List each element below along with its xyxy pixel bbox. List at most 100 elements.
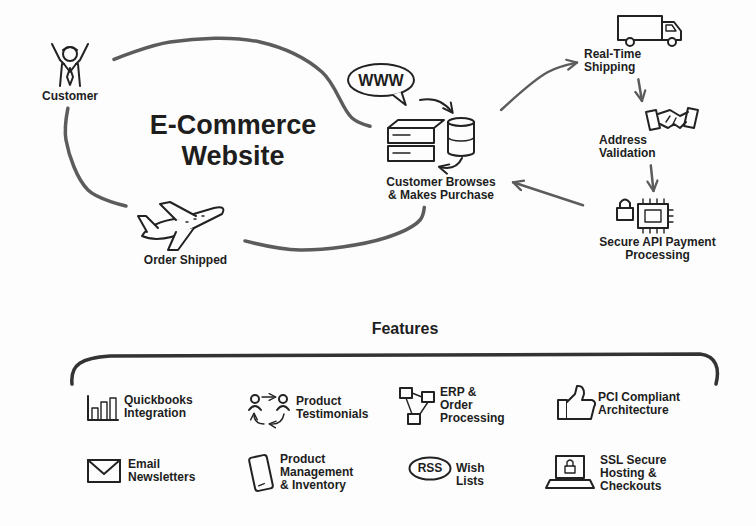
testimonials-icon (262, 396, 275, 397)
shipping-node: Real-Time Shipping (580, 12, 685, 77)
testimonials-icon (249, 406, 261, 410)
feature-label: ERP & Order Processing (440, 386, 512, 426)
truck-icon (626, 38, 634, 46)
chart-icon (88, 396, 118, 420)
phone-icon (249, 455, 274, 492)
thumbs-up-icon (558, 386, 595, 419)
truck-icon (668, 38, 676, 46)
airplane-icon (168, 228, 194, 250)
chart-icon (88, 396, 118, 420)
feature-label: Product Management & Inventory (280, 453, 362, 493)
testimonials-icon (270, 414, 284, 424)
section-heading: Features (330, 320, 480, 338)
node-text: RSS (412, 462, 448, 475)
thumbs-up-icon (558, 400, 567, 419)
laptop-lock-icon (565, 466, 575, 473)
customer-icon (63, 47, 77, 50)
chart-icon (101, 402, 107, 420)
customer-icon (76, 44, 88, 64)
customer-node: Customer (28, 40, 112, 106)
node-text: Customer Browses & Makes Purchase (382, 176, 500, 202)
airplane-icon (138, 202, 223, 250)
purchase-node: Customer Browses & Makes Purchase (372, 112, 510, 205)
oval-outline (410, 458, 451, 480)
payment-node: Secure API Payment Processing (585, 194, 730, 265)
testimonials-icon (279, 395, 287, 403)
handshake-icon (646, 108, 698, 130)
airplane-icon (138, 216, 158, 232)
handshake-icon (684, 108, 698, 128)
erp-icon (400, 388, 412, 398)
erp-icon (406, 393, 428, 414)
loop-arc (245, 207, 424, 250)
node-text: Secure API Payment Processing (598, 236, 718, 262)
airplane-icon (186, 216, 204, 222)
erp-icon (400, 388, 434, 424)
shipped-node: Order Shipped (128, 192, 243, 270)
chip-lock-icon (617, 199, 673, 233)
chip-lock-icon (643, 199, 673, 233)
erp-icon (408, 414, 420, 424)
testimonials-icon (277, 406, 289, 410)
node-text: Customer (32, 90, 108, 103)
customer-icon (63, 47, 77, 61)
features-bracket (72, 354, 718, 384)
handshake-icon (666, 116, 676, 126)
node-text: Address Validation (599, 134, 679, 160)
truck-icon (618, 16, 662, 40)
truck-icon (618, 16, 681, 46)
validation-node: Address Validation (595, 104, 700, 163)
phone-icon (258, 484, 264, 486)
flow-arrow (651, 165, 654, 191)
server-database-icon (420, 99, 452, 112)
server-database-icon (388, 99, 474, 168)
testimonials-icon (249, 395, 289, 424)
flow-arrow (513, 182, 583, 205)
testimonials-icon (254, 414, 264, 424)
envelope-icon (88, 460, 120, 482)
feature-label: Email Newsletters (128, 458, 208, 484)
loop-arc (65, 108, 126, 206)
airplane-icon (160, 202, 196, 220)
server-database-icon (448, 118, 474, 126)
server-database-icon (393, 135, 410, 153)
thumbs-up-icon (567, 386, 595, 419)
flow-arrow (501, 63, 577, 110)
speech-bubble: WWW (346, 62, 416, 106)
chart-icon (110, 398, 116, 420)
laptop-lock-icon (567, 460, 573, 466)
chip-lock-icon (620, 200, 630, 209)
customer-icon (60, 64, 80, 86)
chip-lock-icon (638, 204, 668, 228)
customer-icon (52, 44, 88, 86)
server-database-icon (448, 137, 474, 141)
phone-icon (249, 455, 274, 492)
server-database-icon (448, 122, 474, 156)
server-database-icon (440, 158, 462, 168)
server-database-icon (388, 120, 444, 128)
chip-lock-icon (645, 210, 661, 222)
node-text: WWW (350, 72, 412, 90)
diagram-title: E-Commerce Website (132, 110, 334, 172)
customer-icon (67, 68, 73, 85)
envelope-icon (88, 460, 120, 474)
bubble-outline (348, 64, 414, 96)
bubble-tail (393, 92, 406, 105)
flow-arrow (638, 79, 642, 101)
laptop-lock-icon (546, 456, 594, 488)
feature-label: Wish Lists (456, 462, 501, 488)
truck-icon (666, 25, 676, 31)
rss-badge: RSS (408, 456, 452, 481)
laptop-lock-icon (556, 456, 584, 478)
envelope-icon (88, 460, 120, 482)
testimonials-icon (251, 395, 259, 403)
erp-icon (422, 392, 434, 402)
customer-icon (52, 44, 64, 64)
chart-icon (92, 408, 98, 420)
chip-lock-icon (617, 208, 633, 220)
feature-label: Product Testimonials (296, 395, 376, 421)
node-text: Real-Time Shipping (584, 48, 664, 74)
handshake-icon (658, 110, 688, 116)
feature-label: SSL Secure Hosting & Checkouts (600, 454, 680, 494)
